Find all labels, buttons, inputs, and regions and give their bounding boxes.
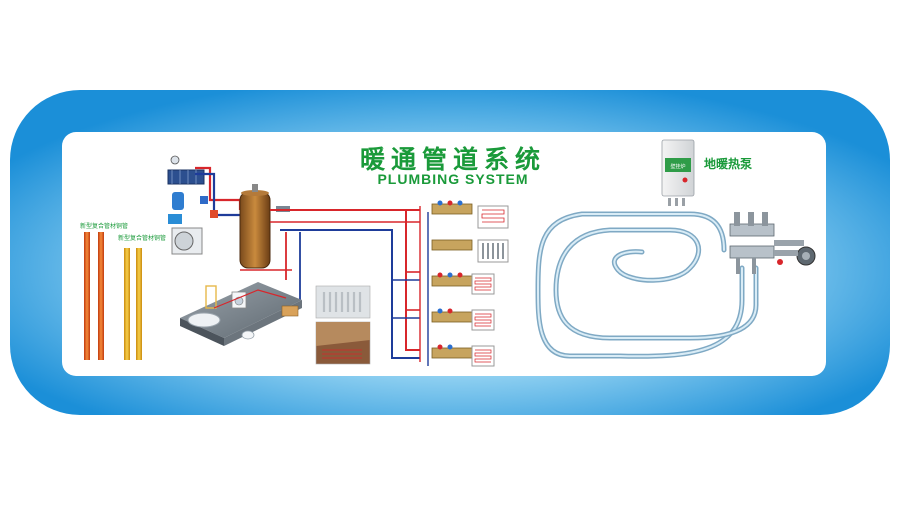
manifold-5	[432, 348, 472, 358]
yellow-pipe-1	[124, 248, 130, 360]
manifold-3	[432, 276, 472, 286]
fan-icon	[175, 232, 193, 250]
manifold-1	[432, 204, 472, 214]
pump	[168, 214, 182, 224]
right-pipe-label: 新型复合管材铜管	[118, 233, 166, 242]
title-english: PLUMBING SYSTEM	[340, 171, 566, 187]
manifold-2	[432, 240, 472, 250]
floor-heating-label: 地暖热泵	[704, 155, 752, 172]
solar-collector	[168, 170, 204, 184]
left-pipe-label: 新型复合管材铜管	[80, 221, 128, 230]
copper-pipe-1	[84, 232, 90, 360]
expansion-tank	[172, 192, 184, 210]
photo-panels	[316, 286, 370, 364]
toilet	[242, 331, 254, 339]
tank-body	[240, 192, 270, 268]
wall-boiler	[662, 140, 694, 206]
gauge-icon	[171, 156, 179, 164]
bathtub	[188, 313, 220, 327]
boiler-label: 壁挂炉	[667, 163, 689, 170]
copper-pipe-2	[98, 232, 104, 360]
yellow-pipe-2	[136, 248, 142, 360]
radiator-1	[478, 206, 508, 228]
cabinet	[282, 306, 298, 316]
manifold-4	[432, 312, 472, 322]
